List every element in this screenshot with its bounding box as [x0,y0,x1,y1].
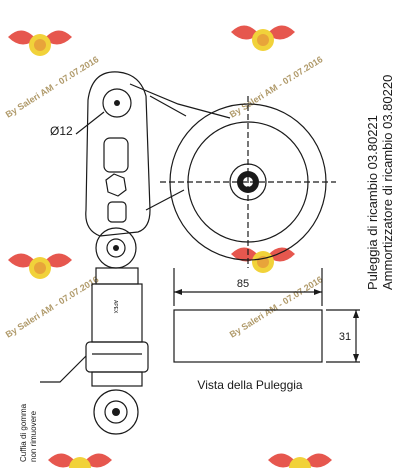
watermark-logo-top-right [231,25,295,51]
svg-text:APEX: APEX [112,300,118,314]
boot-label-line2: non rimuovere [29,410,38,462]
pulley-replacement-label: Puleggia di ricambio 03.80221 [365,115,380,290]
pulley-bracket [129,83,231,211]
diameter-callout: Ø12 [50,111,105,138]
pulley-view-caption: Vista della Puleggia [197,378,303,392]
watermark-text: By Saleri AM - 07.07.2016 [4,54,101,120]
watermark-logo-middle-right [231,247,295,273]
watermark-logo-middle-left [8,253,72,279]
tensioner-replacement-label: Ammortizzatore di ricambio 03.80220 [380,75,395,290]
damper: APEX [85,227,149,435]
width-dimension-label: 85 [237,278,249,290]
watermark-text: By Saleri AM - 07.07.2016 [4,274,101,340]
boot-label-line1: Cuffia di gomma [19,403,28,462]
boot-leader-line [40,355,87,383]
pulley-side-view [173,268,360,363]
tensioner-arm [85,71,151,237]
watermark-logo-bottom-left [48,453,112,468]
height-dimension-label: 31 [339,331,351,343]
watermark-logo-top-left [8,30,72,56]
diameter-label: Ø12 [50,124,73,138]
watermark-logo-bottom-right [268,453,332,468]
pulley [160,96,336,268]
